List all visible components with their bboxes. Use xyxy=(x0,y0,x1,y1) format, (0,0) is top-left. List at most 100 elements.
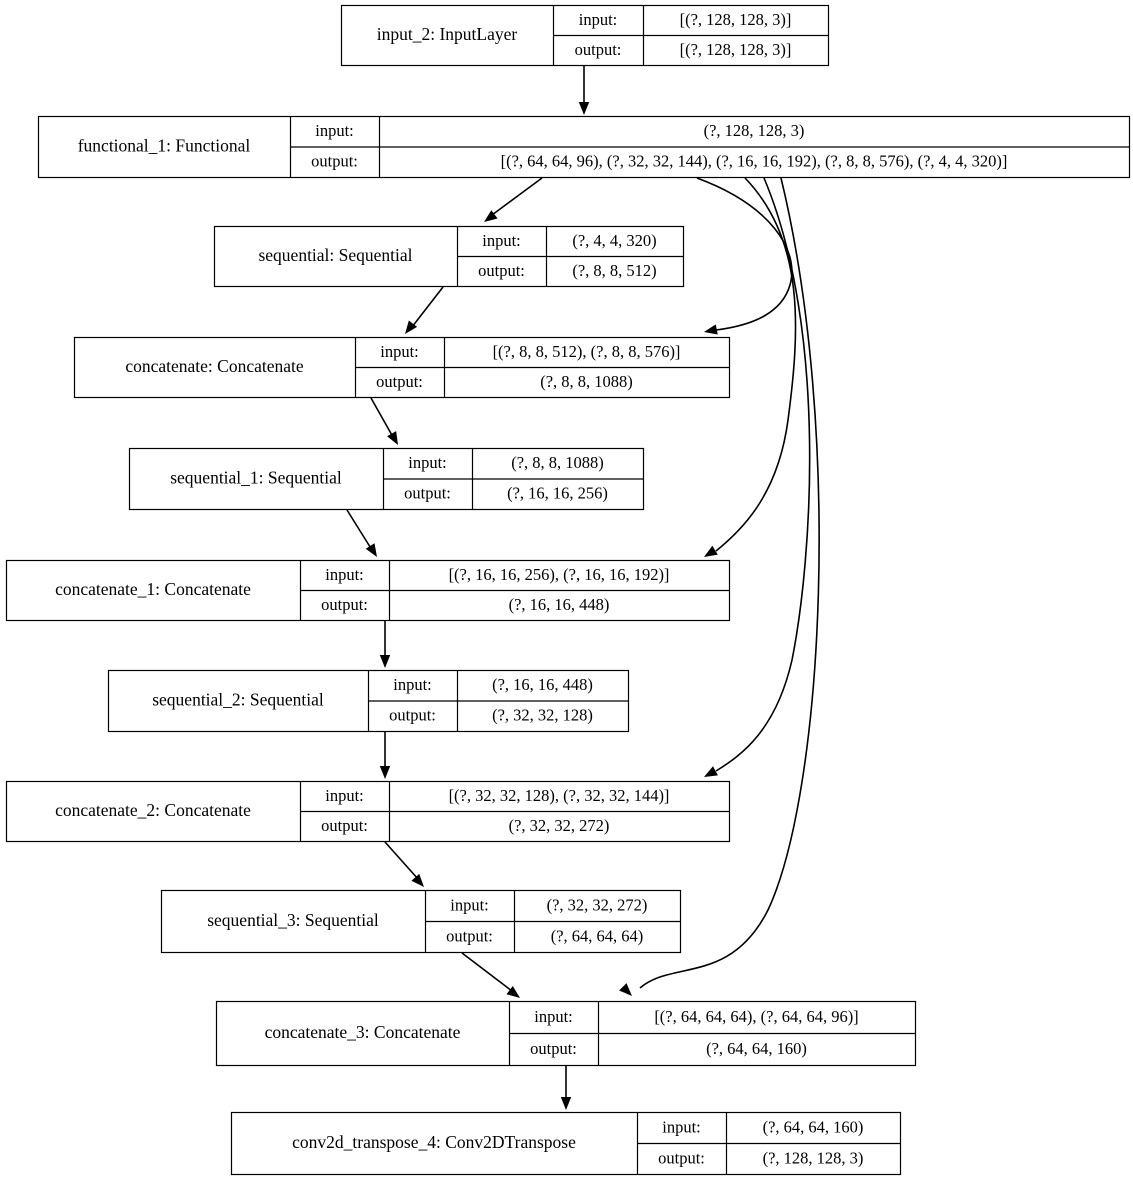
edge-sequential1-concatenate1-path xyxy=(346,509,373,551)
node-input-label: input: xyxy=(325,786,364,805)
node-input_2[interactable]: input_2: InputLayer input: output: [(?, 128… xyxy=(340,4,830,67)
node-output-label: output: xyxy=(321,595,368,614)
node-output-shape-concatenate: (?, 8, 8, 1088) xyxy=(540,372,633,391)
edge-sequential-concatenate-head xyxy=(405,320,418,334)
node-output-shape-sequential_3: (?, 64, 64, 64) xyxy=(551,926,644,945)
edge-concatenate1-sequential2-head xyxy=(379,655,391,668)
node-output-label: output: xyxy=(376,372,423,391)
node-name-input_2: input_2: InputLayer xyxy=(377,24,518,44)
node-concatenate_3[interactable]: concatenate_3: Concatenateinput:output:[… xyxy=(215,1000,917,1067)
edge-input2-functional1-head xyxy=(578,102,590,115)
node-name-sequential_2: sequential_2: Sequential xyxy=(152,690,324,710)
node-sequential_1[interactable]: sequential_1: Sequential input: output: (?,… xyxy=(128,447,645,511)
edge-skip-functional1-concatenate3-head xyxy=(619,983,632,996)
node-name-sequential_3: sequential_3: Sequential xyxy=(207,910,379,930)
node-output-label: output: xyxy=(658,1148,705,1167)
node-input-shape-concatenate_3: [(?, 64, 64, 64), (?, 64, 64, 96)] xyxy=(654,1007,858,1026)
edge-sequential3-concatenate3-head xyxy=(506,985,520,998)
node-name-concatenate: concatenate: Concatenate xyxy=(125,356,304,376)
edge-skip-functional1-concatenate1 xyxy=(704,177,797,557)
edge-concatenate3-conv2dtranspose4 xyxy=(560,1066,572,1110)
edge-functional1-sequential xyxy=(484,177,543,222)
node-input-shape-conv2d_transpose_4: (?, 64, 64, 160) xyxy=(763,1117,864,1136)
node-name-functional_1: functional_1: Functional xyxy=(78,136,251,156)
node-output-shape-sequential_2: (?, 32, 32, 128) xyxy=(492,706,593,725)
edge-skip-functional1-concatenate1-path xyxy=(715,177,797,552)
edge-sequential2-concatenate2 xyxy=(379,732,391,779)
edge-skip-functional1-concatenate3 xyxy=(619,177,820,996)
node-output-shape-functional_1: [(?, 64, 64, 96), (?, 32, 32, 144), (?, … xyxy=(501,152,1008,171)
edge-sequential1-concatenate1 xyxy=(346,509,377,557)
node-input-shape-concatenate_2: [(?, 32, 32, 128), (?, 32, 32, 144)] xyxy=(449,786,670,805)
node-sequential_3[interactable]: sequential_3: Sequentialinput:output:(?,… xyxy=(160,889,682,954)
edge-skip-functional1-concatenate1-head xyxy=(704,545,718,557)
edge-concatenate2-sequential3 xyxy=(384,841,424,887)
node-input-label: input: xyxy=(482,231,521,250)
edge-functional1-sequential-head xyxy=(484,210,498,222)
node-name-sequential: sequential: Sequential xyxy=(258,245,412,265)
node-input-shape-functional_1: (?, 128, 128, 3) xyxy=(704,121,805,140)
node-name-conv2d_transpose_4: conv2d_transpose_4: Conv2DTranspose xyxy=(292,1132,576,1152)
node-input-label: input: xyxy=(662,1117,701,1136)
edge-concatenate1-sequential2 xyxy=(379,621,391,668)
edge-concatenate-sequential1-head xyxy=(387,431,398,445)
edge-skip-functional1-concatenate2-path xyxy=(715,177,811,772)
edge-concatenate3-conv2dtranspose4-head xyxy=(560,1097,572,1110)
node-input-label: input: xyxy=(380,342,419,361)
node-input-shape-sequential_2: (?, 16, 16, 448) xyxy=(492,675,593,694)
node-concatenate[interactable]: concatenate: Concatenate input: output: [(?… xyxy=(73,336,731,399)
node-input-shape-input_2: [(?, 128, 128, 3)] xyxy=(680,10,792,29)
edge-skip-functional1-concatenate3-path xyxy=(639,177,820,989)
node-output-shape-concatenate_3: (?, 64, 64, 160) xyxy=(706,1039,807,1058)
edge-input2-functional1 xyxy=(578,65,590,115)
node-input-label: input: xyxy=(325,565,364,584)
edge-sequential3-concatenate3-path xyxy=(461,952,513,992)
edge-sequential2-concatenate2-head xyxy=(379,766,391,779)
node-output-shape-sequential: (?, 8, 8, 512) xyxy=(572,261,656,280)
nodes-layer: input_2: InputLayer input: output: [(?, 128… xyxy=(5,4,1131,1176)
edge-skip-functional1-concatenate-path xyxy=(696,177,793,331)
node-input-shape-concatenate_1: [(?, 16, 16, 256), (?, 16, 16, 192)] xyxy=(449,565,670,584)
node-name-concatenate_3: concatenate_3: Concatenate xyxy=(265,1022,461,1042)
edge-sequential1-concatenate1-head xyxy=(365,543,377,557)
node-name-sequential_1: sequential_1: Sequential xyxy=(170,468,342,488)
node-concatenate_2[interactable]: concatenate_2: Concatenate input: output: [… xyxy=(5,780,731,843)
node-output-label: output: xyxy=(389,706,436,725)
edge-concatenate2-sequential3-path xyxy=(384,841,419,880)
node-input-label: input: xyxy=(579,10,618,29)
node-functional_1[interactable]: functional_1: Functionalinput:output:(?,… xyxy=(37,115,1131,179)
edges-layer xyxy=(346,65,820,1110)
node-input-label: input: xyxy=(315,121,354,140)
node-output-shape-input_2: [(?, 128, 128, 3)] xyxy=(680,40,792,59)
node-name-concatenate_1: concatenate_1: Concatenate xyxy=(55,579,251,599)
edge-concatenate-sequential1 xyxy=(370,397,398,445)
node-output-shape-sequential_1: (?, 16, 16, 256) xyxy=(507,484,608,503)
node-input-label: input: xyxy=(393,675,432,694)
node-output-label: output: xyxy=(575,40,622,59)
node-conv2d_transpose_4[interactable]: conv2d_transpose_4: Conv2DTranspose input… xyxy=(230,1111,902,1176)
node-output-shape-concatenate_2: (?, 32, 32, 272) xyxy=(509,816,610,835)
edge-functional1-sequential-path xyxy=(491,177,543,216)
edge-concatenate2-sequential3-head xyxy=(411,873,424,887)
edge-sequential3-concatenate3 xyxy=(461,952,520,998)
node-sequential_2[interactable]: sequential_2: Sequential input: output: (?,… xyxy=(107,669,630,733)
node-input-shape-sequential_1: (?, 8, 8, 1088) xyxy=(511,453,604,472)
node-name-concatenate_2: concatenate_2: Concatenate xyxy=(55,800,251,820)
edge-sequential-concatenate-path xyxy=(411,286,444,328)
node-input-shape-concatenate: [(?, 8, 8, 512), (?, 8, 8, 576)] xyxy=(493,342,681,361)
edge-skip-functional1-concatenate2 xyxy=(704,177,811,777)
node-concatenate_1[interactable]: concatenate_1: Concatenate input: output: [… xyxy=(5,559,731,622)
edge-skip-functional1-concatenate2-head xyxy=(704,766,718,777)
edge-concatenate-sequential1-path xyxy=(370,397,394,438)
node-output-label: output: xyxy=(404,484,451,503)
node-output-shape-conv2d_transpose_4: (?, 128, 128, 3) xyxy=(763,1148,864,1167)
node-output-label: output: xyxy=(478,261,525,280)
node-input-label: input: xyxy=(408,453,447,472)
node-output-shape-concatenate_1: (?, 16, 16, 448) xyxy=(509,595,610,614)
node-input-label: input: xyxy=(534,1007,573,1026)
node-output-label: output: xyxy=(321,816,368,835)
node-output-label: output: xyxy=(446,926,493,945)
